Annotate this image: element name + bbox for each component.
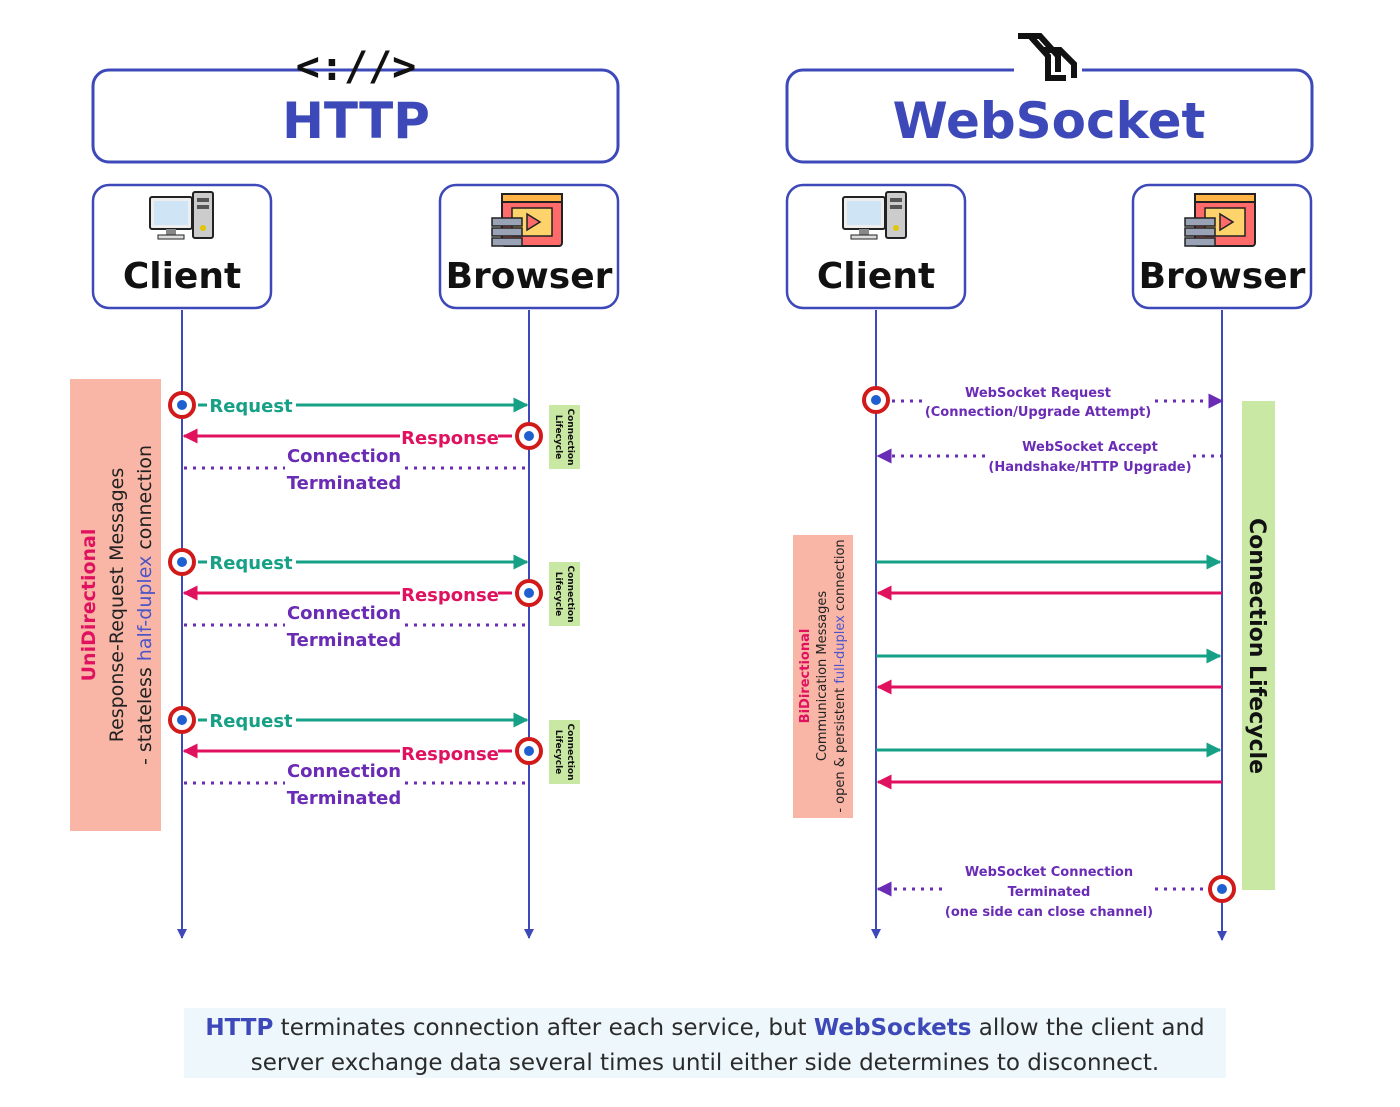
http-title-box (91, 68, 620, 164)
lifecycle-tag-line2: Lifecycle (553, 730, 563, 775)
ws-browser-label: Browser (1139, 256, 1306, 297)
request-label: Request (209, 711, 293, 732)
http-exchange-2: Request Response Connection Terminated C… (168, 548, 580, 651)
caption-part1: terminates connection after each service… (273, 1015, 814, 1041)
terminated-label-2: Terminated (287, 630, 402, 651)
http-title: HTTP (282, 92, 430, 150)
ws-terminate-label-3: (one side can close channel) (945, 905, 1153, 920)
http-side-line2: Response-Request Messages (106, 468, 128, 743)
lifecycle-tag-line1: Connection (565, 565, 575, 622)
event-marker-icon (168, 706, 196, 734)
http-exchange-1: Request Response Connection Terminated C… (168, 391, 580, 494)
websocket-logo-icon (1014, 26, 1082, 82)
http-logo-icon: <://> (296, 44, 416, 90)
ws-terminate-label-2: Terminated (1008, 885, 1091, 900)
response-label: Response (401, 428, 499, 449)
event-marker-icon (515, 422, 543, 450)
response-label: Response (401, 744, 499, 765)
ws-client-box (785, 183, 967, 310)
http-side-title: UniDirectional (78, 529, 100, 682)
caption-text: HTTP terminates connection after each se… (184, 1011, 1226, 1081)
event-marker-icon (862, 386, 890, 414)
request-label: Request (209, 396, 293, 417)
terminated-label-1: Connection (287, 603, 401, 624)
lifecycle-tag-line1: Connection (565, 723, 575, 780)
terminated-label-1: Connection (287, 761, 401, 782)
ws-side-line2: Communication Messages (815, 591, 830, 762)
lifecycle-tag-line2: Lifecycle (553, 572, 563, 617)
http-side-panel (70, 379, 161, 831)
terminated-label-2: Terminated (287, 473, 402, 494)
ws-accept-label-2: (Handshake/HTTP Upgrade) (988, 460, 1191, 475)
lifecycle-tag (549, 405, 580, 469)
ws-terminate-label-1: WebSocket Connection (965, 865, 1133, 880)
caption-part2: allow the client and server exchange dat… (250, 1015, 1205, 1076)
desktop-computer-icon (842, 191, 907, 240)
ws-lifecycle-label: Connection Lifecycle (1244, 518, 1269, 774)
event-marker-icon (1208, 875, 1236, 903)
ws-side-title: BiDirectional (798, 629, 813, 724)
ws-request-label-2: (Connection/Upgrade Attempt) (925, 405, 1151, 420)
terminated-label-2: Terminated (287, 788, 402, 809)
ws-client-label: Client (817, 256, 935, 297)
lifecycle-tag (549, 562, 580, 626)
http-client-label: Client (123, 256, 241, 297)
event-marker-icon (168, 391, 196, 419)
ws-lifecycle-bar (1242, 401, 1275, 890)
http-side-line3: - stateless half-duplex connection (134, 445, 156, 765)
lifecycle-tag-line1: Connection (565, 408, 575, 465)
request-label: Request (209, 553, 293, 574)
event-marker-icon (515, 737, 543, 765)
terminated-label-1: Connection (287, 446, 401, 467)
caption-ws-word: WebSockets (813, 1015, 972, 1041)
ws-accept-label-1: WebSocket Accept (1022, 440, 1158, 455)
caption-http-word: HTTP (205, 1015, 274, 1041)
http-exchange-3: Request Response Connection Terminated C… (168, 706, 580, 809)
event-marker-icon (168, 548, 196, 576)
desktop-computer-icon (149, 191, 214, 240)
event-marker-icon (515, 579, 543, 607)
caption-box (184, 1008, 1226, 1078)
ws-side-panel (793, 535, 853, 818)
browser-server-icon (491, 193, 563, 247)
response-label: Response (401, 585, 499, 606)
lifecycle-tag-line2: Lifecycle (553, 415, 563, 460)
ws-title: WebSocket (893, 92, 1206, 150)
http-browser-label: Browser (446, 256, 613, 297)
browser-server-icon (1184, 193, 1256, 247)
ws-request-label-1: WebSocket Request (965, 386, 1111, 401)
ws-side-line3: - open & persistent full-duplex connecti… (833, 539, 848, 812)
http-client-box (91, 183, 273, 310)
lifecycle-tag (549, 720, 580, 784)
